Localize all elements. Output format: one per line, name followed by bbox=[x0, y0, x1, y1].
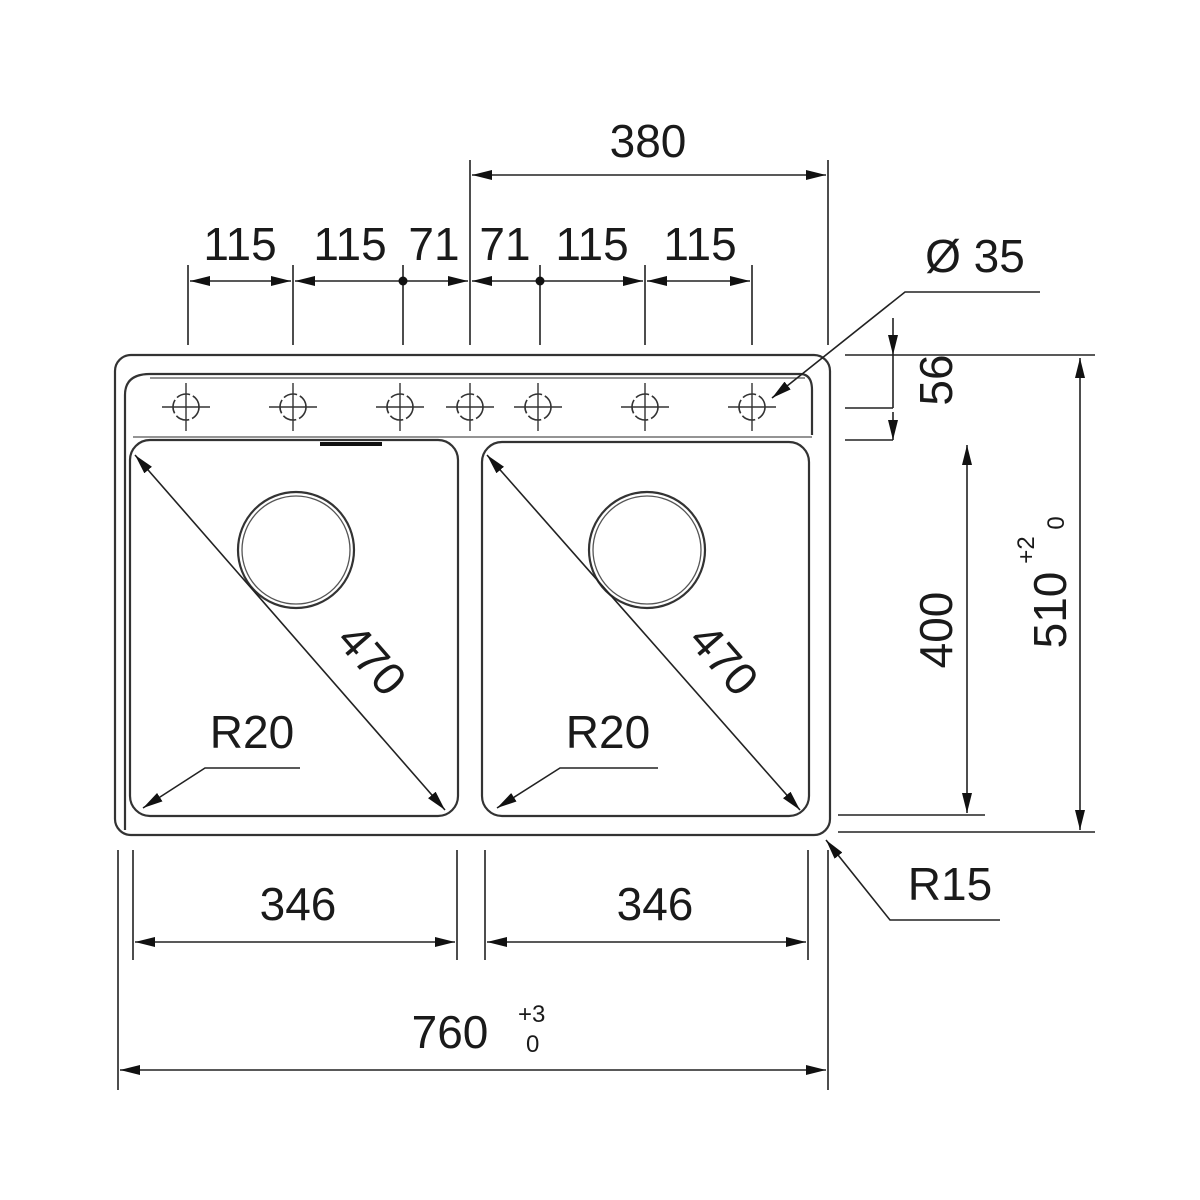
tolerance-upper: +2 bbox=[1013, 536, 1040, 563]
dim-label: 380 bbox=[610, 115, 687, 167]
dim-380: 380 bbox=[469, 115, 829, 345]
tolerance-lower: 0 bbox=[1043, 516, 1070, 529]
tap-holes bbox=[162, 383, 776, 431]
dim-label: 760 bbox=[412, 1006, 489, 1058]
dim-56: 56 bbox=[845, 318, 1095, 441]
dim-label: 510 bbox=[1024, 572, 1076, 649]
dim-label: Ø 35 bbox=[925, 230, 1025, 282]
dim-label: 346 bbox=[617, 878, 694, 930]
tap-hole-icon bbox=[269, 383, 317, 431]
tap-hole-icon bbox=[621, 383, 669, 431]
dim-346: 346 346 bbox=[132, 850, 809, 960]
tolerance-upper: +3 bbox=[518, 1001, 545, 1028]
dim-label: 71 bbox=[479, 218, 530, 270]
tap-hole-icon bbox=[162, 383, 210, 431]
dim-label: 115 bbox=[313, 218, 386, 270]
dim-hole-spacing: 115 115 71 71 115 115 bbox=[187, 218, 753, 345]
dim-760: 760 +3 0 bbox=[117, 850, 829, 1090]
dim-tap-diameter: Ø 35 bbox=[771, 230, 1040, 399]
dim-label: R20 bbox=[566, 706, 650, 758]
tap-hole-icon bbox=[446, 383, 494, 431]
left-drain bbox=[236, 490, 356, 610]
dim-label: 346 bbox=[260, 878, 337, 930]
dim-510: 510 +2 0 bbox=[838, 358, 1095, 833]
dim-label: 115 bbox=[663, 218, 736, 270]
dim-r15: R15 bbox=[825, 839, 1000, 921]
dim-r20-left: R20 bbox=[142, 706, 300, 809]
dim-label: 400 bbox=[910, 592, 962, 669]
tap-hole-icon bbox=[514, 383, 562, 431]
dim-label: 56 bbox=[910, 354, 962, 405]
tap-hole-icon bbox=[728, 383, 776, 431]
dim-label: R20 bbox=[210, 706, 294, 758]
left-bowl bbox=[128, 438, 460, 818]
dim-label: 115 bbox=[555, 218, 628, 270]
dim-label: 470 bbox=[679, 613, 769, 705]
tap-hole-icon bbox=[376, 383, 424, 431]
dim-label: 71 bbox=[408, 218, 459, 270]
dim-label: 115 bbox=[203, 218, 276, 270]
dim-label: R15 bbox=[908, 858, 992, 910]
tolerance-lower: 0 bbox=[526, 1031, 539, 1058]
right-bowl bbox=[480, 440, 811, 818]
sink-outline bbox=[113, 353, 832, 837]
dim-r20-right: R20 bbox=[496, 706, 658, 809]
dim-400: 400 bbox=[838, 445, 985, 816]
